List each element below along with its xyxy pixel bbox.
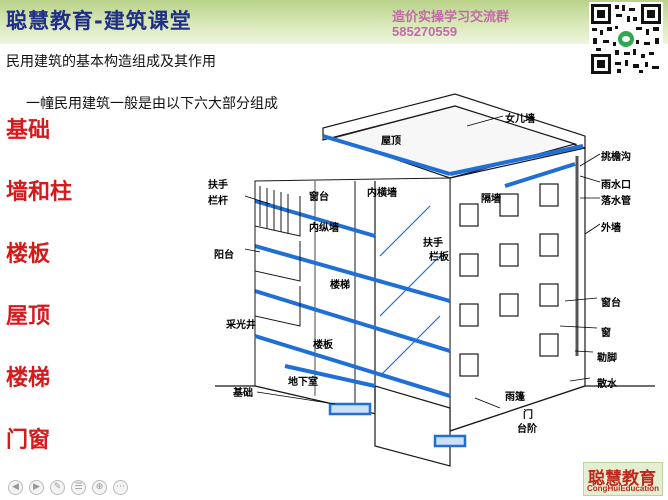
part-floor-slab: 楼板	[6, 241, 51, 267]
part-doors-windows: 门窗	[6, 427, 51, 453]
header-band: 聪慧教育-建筑课堂 造价实操学习交流群 585270559	[0, 0, 668, 44]
part-walls-columns: 墙和柱	[6, 179, 73, 205]
label-balcony: 阳台	[214, 250, 234, 261]
slide-subtitle: 民用建筑的基本构造组成及其作用	[6, 54, 216, 70]
qr-code-image	[589, 2, 663, 76]
label-door: 门	[523, 410, 533, 421]
slide-intro: 一幢民用建筑一般是由以下六大部分组成	[26, 96, 278, 112]
brand-title: 聪慧教育-建筑课堂	[6, 9, 192, 33]
label-window: 窗	[601, 328, 611, 339]
footer-logo: 聪慧教育 CongHuiEducation	[583, 462, 663, 496]
label-exterior-wall: 外墙	[601, 223, 621, 234]
label-steps: 台阶	[517, 424, 537, 435]
label-stair: 楼梯	[330, 280, 350, 291]
label-parapet: 女儿墙	[505, 114, 535, 125]
part-roof: 屋顶	[6, 303, 51, 329]
qq-group-label: 造价实操学习交流群	[392, 10, 510, 25]
label-window-sill-top: 窗台	[309, 192, 329, 203]
label-downpipe: 落水管	[601, 196, 631, 207]
zoom-icon[interactable]: ⊕	[92, 480, 107, 495]
label-interior-cross-wall: 内横墙	[367, 188, 397, 199]
label-light-well: 采光井	[226, 320, 256, 331]
building-section-diagram: 屋顶 女儿墙 挑檐沟 雨水口 落水管 外墙 扶手 栏杆 窗台 内横墙 隔墙 内纵…	[205, 86, 660, 468]
label-partition-wall: 隔墙	[481, 194, 501, 205]
label-gutter: 挑檐沟	[601, 152, 631, 163]
part-stairs: 楼梯	[6, 365, 51, 391]
label-plinth: 勒脚	[597, 353, 617, 364]
label-rain-outlet: 雨水口	[601, 180, 631, 191]
part-foundation: 基础	[6, 117, 51, 143]
prev-slide-icon[interactable]: ◀	[8, 480, 23, 495]
label-basement: 地下室	[288, 377, 318, 388]
label-roof: 屋顶	[381, 136, 401, 147]
label-balustrade: 栏板	[429, 252, 449, 263]
label-window-sill: 窗台	[601, 298, 621, 309]
footer-logo-text: 聪慧教育	[588, 469, 656, 489]
menu-icon[interactable]: ☰	[71, 480, 86, 495]
footer-logo-subtext: CongHuiEducation	[587, 484, 659, 493]
pen-icon[interactable]: ✎	[50, 480, 65, 495]
label-apron: 散水	[597, 379, 617, 390]
slideshow-controls: ◀ ▶ ✎ ☰ ⊕ ⋯	[8, 480, 128, 496]
qq-group-number: 585270559	[392, 24, 458, 39]
next-slide-icon[interactable]: ▶	[29, 480, 44, 495]
more-icon[interactable]: ⋯	[113, 480, 128, 495]
label-handrail-top: 扶手	[208, 180, 228, 191]
label-floor-slab: 楼板	[313, 340, 333, 351]
label-railing: 栏杆	[208, 196, 228, 207]
building-drawing	[215, 93, 655, 467]
label-handrail-stair: 扶手	[423, 238, 443, 249]
label-canopy: 雨篷	[505, 392, 525, 403]
label-interior-long-wall: 内纵墙	[309, 223, 339, 234]
label-foundation: 基础	[233, 388, 253, 399]
